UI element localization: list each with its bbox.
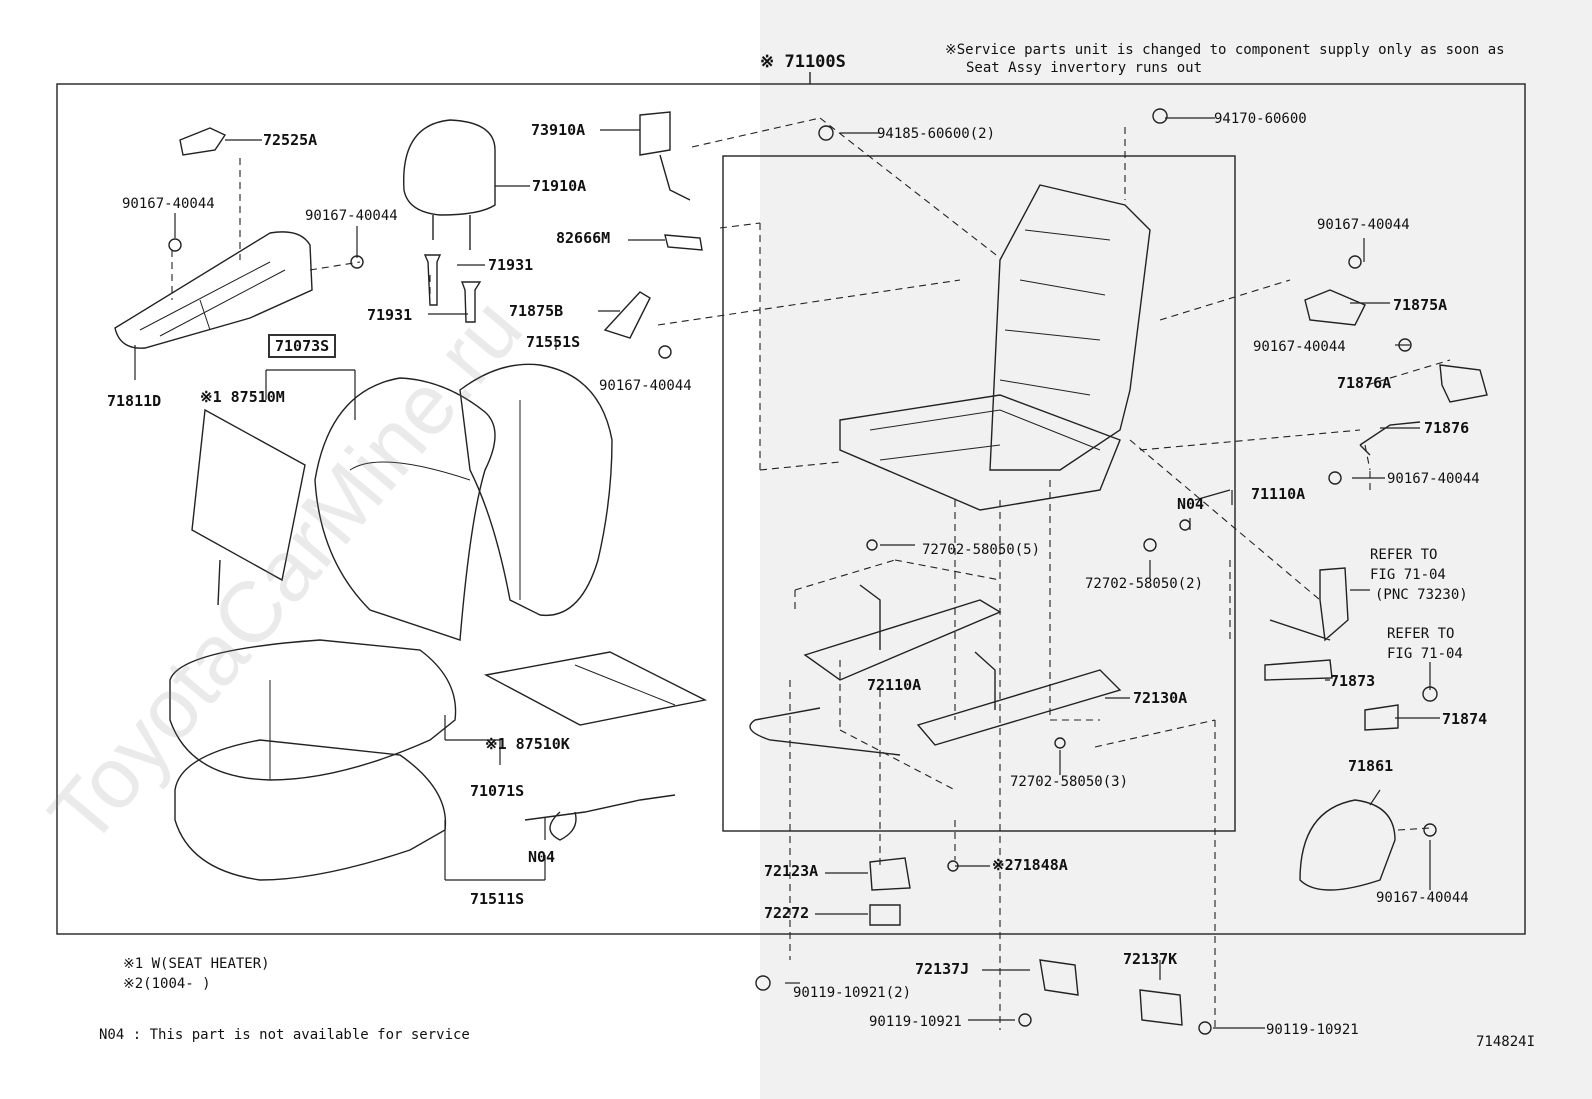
cover-71875A-drawing — [1304, 289, 1366, 326]
seat-belt-buckle-drawing — [1269, 567, 1349, 642]
part-label-72525A[interactable]: 72525A — [263, 131, 318, 149]
part-label-71873[interactable]: 71873 — [1330, 672, 1376, 690]
part-label-72123A[interactable]: 72123A — [764, 862, 819, 880]
leader-lines — [134, 117, 1440, 1029]
part-label-90119-2[interactable]: 90119-10921(2) — [793, 985, 912, 1001]
part-label-71551S[interactable]: 71551S — [526, 333, 581, 351]
part-label-72130A[interactable]: 72130A — [1133, 689, 1188, 707]
part-label-90167-right3[interactable]: 90167-40044 — [1387, 471, 1480, 487]
part-label-72110A[interactable]: 72110A — [867, 676, 922, 694]
right-background-panel — [760, 0, 1592, 1099]
cap-72272-drawing — [869, 904, 901, 926]
bracket-72123A-drawing — [869, 857, 911, 891]
part-label-90167-mid[interactable]: 90167-40044 — [599, 378, 692, 394]
cover-71876A-drawing — [1439, 364, 1488, 403]
part-label-71874[interactable]: 71874 — [1442, 710, 1488, 728]
part-label-72702-3[interactable]: 72702-58050(3) — [1010, 774, 1129, 790]
part-label-71876[interactable]: 71876 — [1424, 419, 1470, 437]
seat-back-cover-drawing — [314, 377, 496, 641]
legend-note-2: ※2(1004- ) — [123, 976, 211, 992]
bracket-71874-drawing — [1364, 704, 1399, 731]
bolts-drawing — [168, 108, 1438, 1035]
seat-rails-drawing — [803, 584, 1122, 746]
refer1-line2[interactable]: FIG 71-04 — [1370, 567, 1446, 583]
side-airbag-drawing — [639, 111, 691, 201]
inner-frame — [722, 155, 1236, 832]
seat-cushion-pad-drawing — [174, 739, 447, 881]
refer1-line3: (PNC 73230) — [1375, 587, 1468, 603]
cover-71875B-drawing — [603, 291, 651, 339]
dashed-guides — [171, 117, 1451, 1030]
part-label-94170[interactable]: 94170-60600 — [1214, 111, 1307, 127]
part-label-72702-2[interactable]: 72702-58050(2) — [1085, 576, 1204, 592]
part-label-72272[interactable]: 72272 — [764, 904, 810, 922]
part-label-73910A[interactable]: 73910A — [531, 121, 586, 139]
cover-71861-drawing — [1299, 799, 1396, 891]
part-label-71811D[interactable]: 71811D — [107, 392, 162, 410]
outer-frame — [56, 83, 1526, 935]
cover-72137K-drawing — [1139, 989, 1183, 1026]
part-label-71910A[interactable]: 71910A — [532, 177, 587, 195]
part-label-71073S[interactable]: 71073S — [268, 334, 337, 358]
back-side-cover-drawing — [114, 231, 313, 349]
part-label-71861[interactable]: 71861 — [1348, 757, 1394, 775]
part-label-82666M[interactable]: 82666M — [556, 229, 611, 247]
bracket-71873-drawing — [1264, 659, 1333, 681]
part-label-71848A[interactable]: ※271848A — [992, 856, 1068, 874]
seat-cushion-cover-drawing — [169, 639, 457, 781]
part-label-87510M[interactable]: ※1 87510M — [200, 388, 285, 406]
part-label-N04-frame[interactable]: N04 — [1177, 495, 1205, 513]
stay-wire-drawing — [749, 707, 901, 756]
headrest-guides-drawing — [423, 254, 482, 323]
part-label-72702-5[interactable]: 72702-58050(5) — [922, 542, 1041, 558]
refer2-line1: REFER TO — [1387, 626, 1455, 642]
lever-drawing — [179, 127, 227, 156]
part-label-71875B[interactable]: 71875B — [509, 302, 564, 320]
part-label-90167-right2[interactable]: 90167-40044 — [1253, 339, 1346, 355]
seat-back-pad-drawing — [459, 363, 613, 617]
part-label-72137K[interactable]: 72137K — [1123, 950, 1178, 968]
part-label-N04-harness[interactable]: N04 — [528, 848, 556, 866]
part-label-94185[interactable]: 94185-60600(2) — [877, 126, 996, 142]
seat-frame-drawing — [839, 184, 1151, 511]
part-label-87510K[interactable]: ※1 87510K — [485, 735, 570, 753]
wire-harness-drawing — [524, 794, 676, 841]
part-label-90167-right4[interactable]: 90167-40044 — [1376, 890, 1469, 906]
part-label-90167-left2[interactable]: 90167-40044 — [305, 208, 398, 224]
part-label-71931-upper[interactable]: 71931 — [488, 256, 534, 274]
clip-drawing — [664, 234, 703, 251]
part-label-90167-left1[interactable]: 90167-40044 — [122, 196, 215, 212]
part-label-71071S[interactable]: 71071S — [470, 782, 525, 800]
seat-cushion-heater-drawing — [483, 651, 708, 726]
lever-71876-drawing — [1359, 421, 1421, 456]
legend-note-1: ※1 W(SEAT HEATER) — [123, 956, 270, 972]
service-note-line1: ※Service parts unit is changed to compon… — [945, 42, 1505, 58]
figure-id: 714824I — [1476, 1034, 1536, 1050]
headrest-drawing — [403, 119, 496, 250]
cover-72137J-drawing — [1039, 959, 1079, 996]
part-label-90119-right[interactable]: 90119-10921 — [1266, 1022, 1359, 1038]
part-label-90167-right1[interactable]: 90167-40044 — [1317, 217, 1410, 233]
part-label-71931-lower[interactable]: 71931 — [367, 306, 413, 324]
seat-back-heater-drawing — [191, 408, 306, 606]
part-label-90119-mid[interactable]: 90119-10921 — [869, 1014, 962, 1030]
refer1-line1: REFER TO — [1370, 547, 1438, 563]
part-label-72137J[interactable]: 72137J — [915, 960, 970, 978]
kit-number-label[interactable]: ※ 71100S — [760, 52, 846, 72]
part-label-71110A[interactable]: 71110A — [1251, 485, 1306, 503]
service-note-line2: Seat Assy invertory runs out — [966, 60, 1203, 76]
part-label-71875A[interactable]: 71875A — [1393, 296, 1448, 314]
part-label-71876A[interactable]: 71876A — [1337, 374, 1392, 392]
part-label-71511S[interactable]: 71511S — [470, 890, 525, 908]
legend-n04-note: N04 : This part is not available for ser… — [99, 1027, 470, 1043]
refer2-line2[interactable]: FIG 71-04 — [1387, 646, 1463, 662]
